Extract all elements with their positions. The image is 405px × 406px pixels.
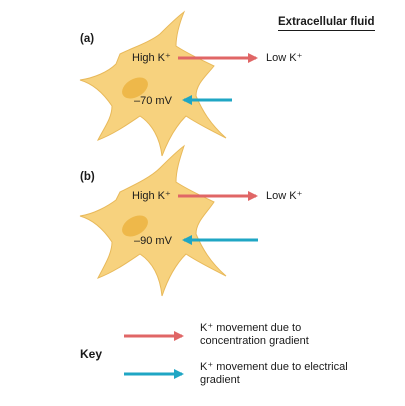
outside-concentration-b: Low K⁺ [266, 190, 303, 202]
key-electrical-text: K⁺ movement due to electrical gradient [200, 361, 348, 386]
outside-concentration-a: Low K⁺ [266, 52, 303, 64]
panel-label-a: (a) [80, 33, 95, 45]
diagram-title: Extracellular fluid [278, 16, 375, 31]
key-concentration-text: K⁺ movement due to concentration gradien… [200, 322, 309, 347]
nucleus-b [122, 215, 148, 237]
inside-concentration-a: High K⁺ [132, 52, 171, 64]
panel-label-b: (b) [80, 171, 95, 183]
neuron-cell-a [79, 10, 227, 157]
inside-concentration-b: High K⁺ [132, 190, 171, 202]
membrane-potential-a: –70 mV [134, 95, 172, 107]
neuron-cell-b [79, 144, 227, 297]
nucleus-a [122, 77, 148, 99]
membrane-potential-b: –90 mV [134, 235, 172, 247]
key-label: Key [80, 347, 103, 361]
